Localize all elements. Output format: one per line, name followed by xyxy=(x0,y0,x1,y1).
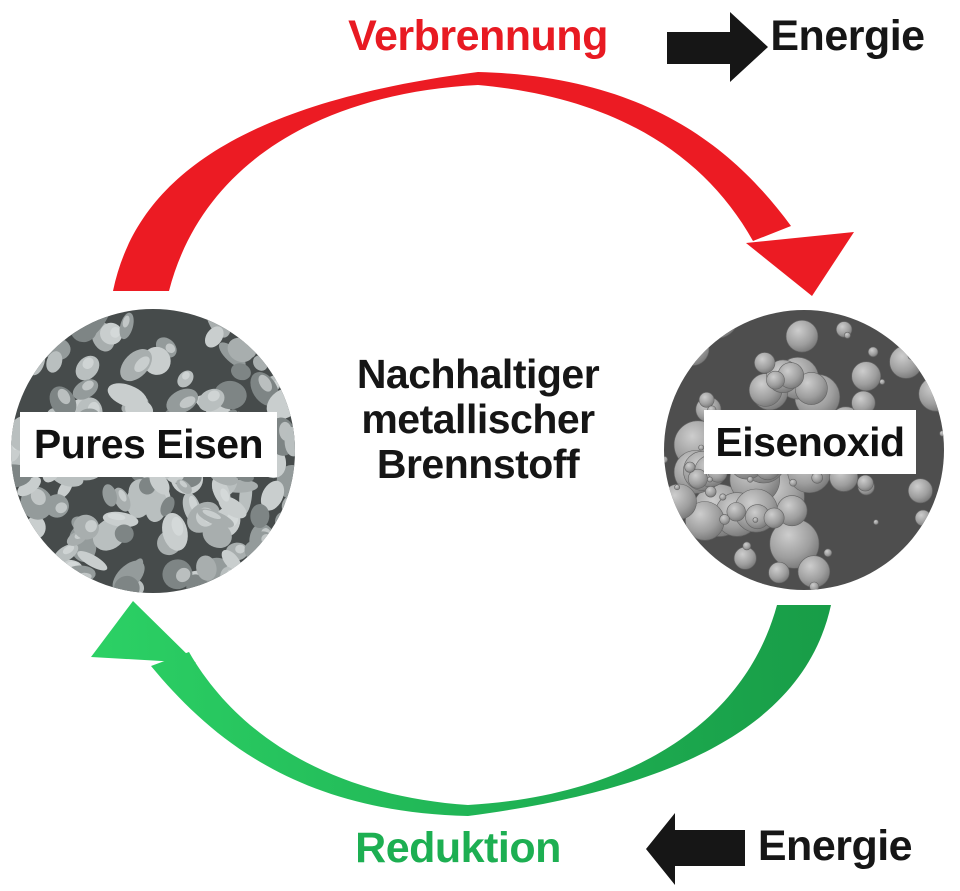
caption-line-1: Nachhaltiger xyxy=(356,351,600,397)
combustion-arrowhead-icon xyxy=(746,232,854,296)
combustion-process-label: Verbrennung xyxy=(348,12,608,60)
energy-input-label: Energie xyxy=(757,822,913,870)
reduction-arc xyxy=(151,605,831,816)
center-caption: Nachhaltiger metallischer Brennstoff xyxy=(318,352,638,487)
energy-out-arrow-right-icon xyxy=(667,12,768,82)
combustion-arc xyxy=(113,72,791,291)
iron-oxide-label-band: Eisenoxid xyxy=(704,410,916,474)
pure-iron-label-band: Pures Eisen xyxy=(20,412,277,477)
caption-line-3: Brennstoff xyxy=(376,441,580,487)
pure-iron-label: Pures Eisen xyxy=(33,421,264,467)
caption-line-2: metallischer xyxy=(361,396,595,442)
reduction-arrowhead-icon xyxy=(91,601,196,663)
energy-output-label: Energie xyxy=(770,12,925,60)
iron-oxide-label: Eisenoxid xyxy=(715,418,905,465)
energy-in-arrow-left-icon xyxy=(646,813,745,885)
reduction-process-label: Reduktion xyxy=(355,824,561,872)
